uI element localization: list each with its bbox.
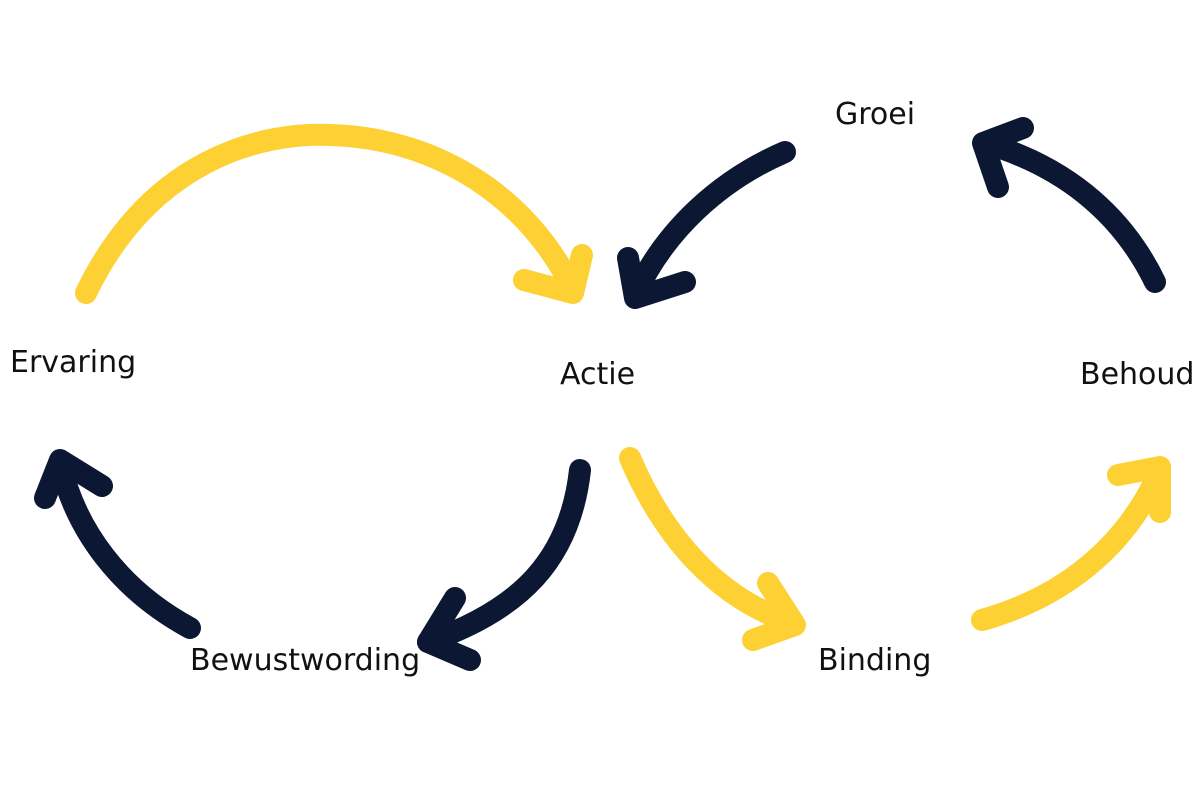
node-behoud: Behoud <box>1080 357 1195 392</box>
arrow-bewustwording-to-ervaring <box>34 449 201 639</box>
node-binding: Binding <box>818 643 932 678</box>
arrow-behoud-to-groei <box>972 117 1166 293</box>
node-actie: Actie <box>560 357 636 392</box>
node-ervaring: Ervaring <box>10 345 137 380</box>
arrow-actie-to-binding <box>619 447 806 651</box>
node-bewustwording: Bewustwording <box>190 643 421 678</box>
arrow-actie-to-bewustwording <box>417 459 591 671</box>
arrow-binding-to-behoud <box>971 456 1171 631</box>
node-groei: Groei <box>835 97 916 132</box>
arrow-groei-to-actie <box>617 141 796 309</box>
arrow-ervaring-to-actie <box>75 123 593 304</box>
